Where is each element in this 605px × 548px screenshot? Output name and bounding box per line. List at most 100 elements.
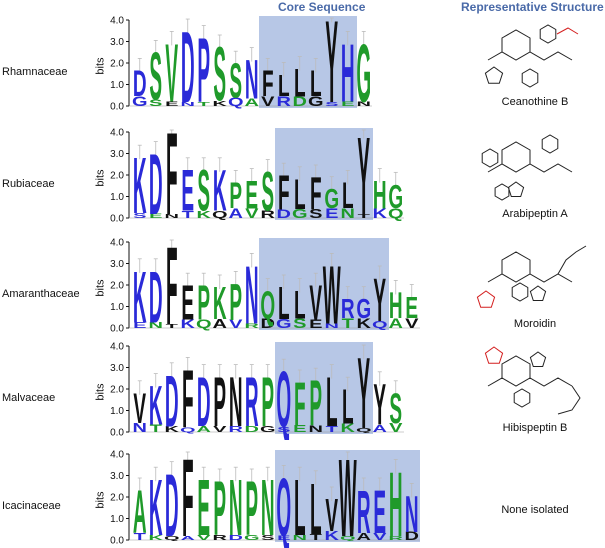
y-tick-label: 3.0 [110,363,124,374]
residue-letter: P [229,273,242,331]
y-tick-label: 0.0 [110,102,124,113]
y-tick-label: 1.0 [110,302,124,313]
peptide-backbone [488,164,572,172]
residue-letter: E [181,160,194,225]
y-tick-label: 0.0 [110,428,124,439]
y-tick-label: 1.0 [110,514,124,525]
residue-letter: P [213,465,226,548]
chemical-structure-drawing [468,132,598,206]
residue-letter: N [405,485,419,543]
residue-letter: L [310,469,322,548]
residue-letter: L [294,283,306,328]
residue-letter: N [245,49,259,111]
five-membered-ring [508,182,523,197]
y-tick-label: 0.0 [110,214,124,225]
five-membered-ring [485,67,502,83]
chemical-structure-drawing [468,346,598,420]
residue-letter: Q [276,356,291,440]
residue-letter: L [342,379,354,434]
residue-letter: H [341,27,355,114]
residue-letter: P [261,362,274,440]
residue-letter: P [197,275,210,330]
residue-letter: V [325,491,338,542]
residue-letter: V [309,275,322,330]
peptide-backbone [488,274,572,282]
residue-letter: D [181,14,195,114]
residue-letter: H [389,454,403,548]
residue-letter: V [165,27,178,114]
residue-letter: L [278,279,290,330]
residue-letter: E [405,292,418,326]
residue-letter: E [373,478,386,547]
macrocycle-bond [502,142,530,164]
residue-letter: R [341,295,355,325]
family-label: Malvaceae [2,392,55,404]
compound-name: Ceanothine B [470,96,600,108]
y-tick-label: 2.0 [110,59,124,70]
y-tick-label: 2.0 [110,493,124,504]
residue-letter: P [229,176,242,217]
residue-letter: K [149,375,163,437]
y-tick-label: 1.0 [110,192,124,203]
highlight-bond [557,28,578,34]
residue-letter: D [133,64,147,105]
residue-letter: F [182,448,194,548]
y-tick-label: 0.0 [110,324,124,335]
residue-letter: S [149,38,162,114]
residue-letter: L [278,70,290,104]
peptide-backbone [488,52,572,60]
benzene-ring [512,283,528,301]
residue-letter: R [245,362,259,440]
side-chain [558,246,586,274]
residue-letter: G [388,177,403,215]
residue-letter: Y [357,126,370,226]
residue-letter: D [149,138,163,226]
residue-letter: D [197,362,211,440]
residue-letter: A [133,478,147,547]
compound-name: None isolated [470,504,600,516]
benzene-ring [540,25,556,43]
residue-letter: F [294,370,306,439]
residue-letter: L [294,171,306,219]
residue-letter: L [326,362,338,440]
residue-letter: F [310,169,322,220]
residue-letter: D [149,257,163,336]
five-membered-ring [485,347,502,363]
residue-letter: P [197,20,210,114]
residue-letter: L [342,176,354,217]
residue-letter: F [166,126,178,226]
benzene-ring [522,69,538,87]
residue-letter: E [197,464,210,548]
y-tick-label: 3.0 [110,259,124,270]
residue-letter: W [323,249,341,336]
residue-letter: P [309,368,322,440]
y-tick-label: 4.0 [110,128,124,139]
y-tick-label: 2.0 [110,171,124,182]
residue-letter: V [133,385,146,433]
residue-letter: N [245,249,259,336]
y-tick-label: 2.0 [110,281,124,292]
benzene-ring [542,135,558,153]
representative-structure-header: Representative Structure [461,0,604,14]
residue-letter: R [357,478,371,547]
y-tick-label: 3.0 [110,149,124,160]
residue-letter: D [165,361,179,440]
macrocycle-bond [502,356,530,378]
residue-letter: N [229,362,243,440]
residue-letter: F [166,236,178,336]
y-tick-label: 4.0 [110,342,124,353]
five-membered-ring [477,291,494,307]
y-tick-label: 1.0 [110,80,124,91]
residue-letter: S [261,161,274,223]
residue-letter: D [165,456,179,548]
chemical-structure-drawing [468,242,598,316]
peptide-backbone [488,378,572,386]
residue-letter: G [324,185,339,215]
benzene-ring [495,184,509,200]
y-tick-label: 1.0 [110,406,124,417]
y-tick-label: 2.0 [110,385,124,396]
residue-letter: L [310,64,322,105]
